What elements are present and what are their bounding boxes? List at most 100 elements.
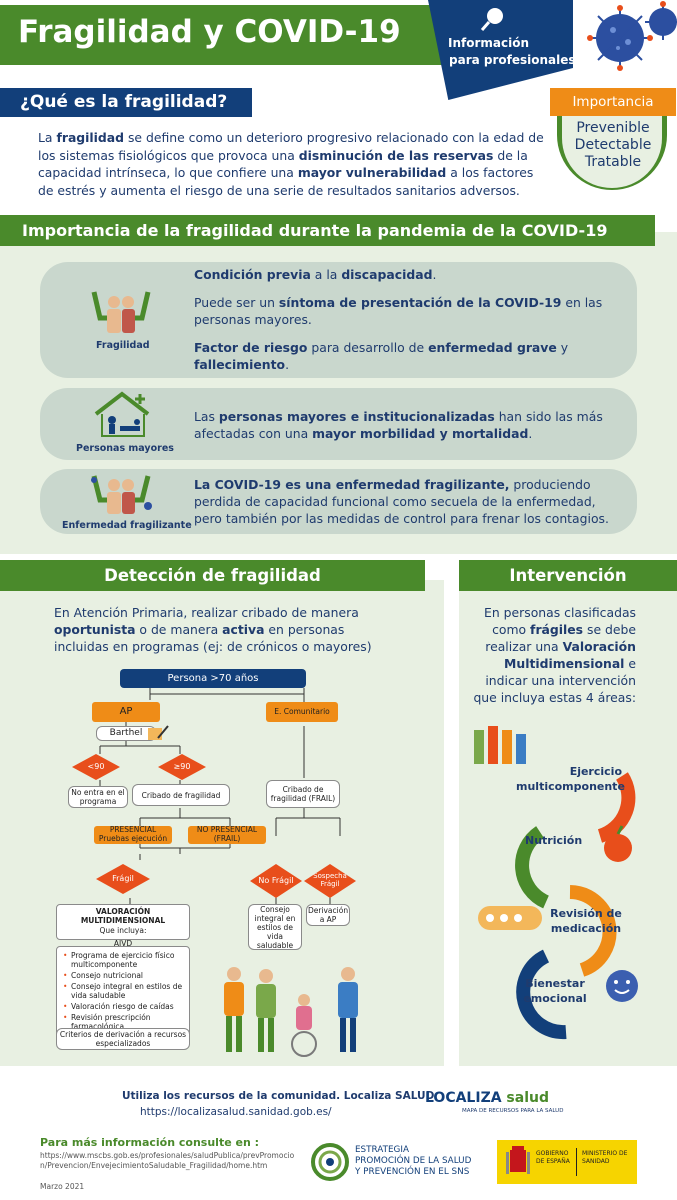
importancia-item: Tratable <box>584 154 642 170</box>
recursos-url[interactable]: https://localizasalud.sanidad.gob.es/ <box>140 1106 332 1118</box>
flow-presencial-text: PRESENCIAL Pruebas ejecución <box>98 825 168 843</box>
flow-comunitario: E. Comunitario <box>266 702 338 722</box>
intervencion-heading-text: Intervención <box>509 566 627 585</box>
flow-persona: Persona >70 años <box>120 669 306 688</box>
c1-text: y <box>556 340 569 355</box>
deteccion-intro: En Atención Primaria, realizar cribado d… <box>54 604 394 655</box>
det-bold: oportunista <box>54 622 136 637</box>
pandemia-heading-text: Importancia de la fragilidad durante la … <box>22 221 608 240</box>
int-text: se debe realizar una <box>485 622 636 654</box>
c2-text: han sido las más afectadas con una <box>194 409 603 441</box>
area-ejercicio: Ejercicio multicomponente <box>516 764 625 794</box>
int-text: e indicar una intervención que incluya e… <box>473 656 636 705</box>
c1-text: a la <box>310 267 342 282</box>
area-medicacion-text: Revisión de medicación <box>550 907 622 935</box>
int-bold: Valoración Multidimensional <box>504 639 636 671</box>
coat-of-arms-icon <box>506 1146 530 1174</box>
pandemia-heading: Importancia de la fragilidad durante la … <box>0 215 655 246</box>
estrategia-line: Y PREVENCIÓN EN EL SNS <box>355 1167 470 1177</box>
title-banner <box>0 5 442 65</box>
flow-presencial: PRESENCIAL Pruebas ejecución <box>94 825 172 844</box>
c1-bold: Factor de riesgo <box>194 340 308 355</box>
def-bold-2: disminución de las reservas <box>298 147 494 163</box>
fecha: Marzo 2021 <box>40 1182 85 1191</box>
que-es-heading: ¿Qué es la fragilidad? <box>0 88 252 117</box>
card-personas-text: Las personas mayores e institucionalizad… <box>194 408 614 442</box>
area-bienestar-text: Bienestar emocional <box>523 977 587 1005</box>
flow-no-presencial-text: NO PRESENCIAL (FRAIL) <box>196 825 258 843</box>
det-text: en personas incluidas en programas (ej: … <box>54 622 372 654</box>
flow-consejo-text: Consejo integral en estilos de vida salu… <box>254 904 296 950</box>
info-line-2: para profesionales <box>449 53 576 67</box>
flow-no-presencial: NO PRESENCIAL (FRAIL) <box>188 825 266 844</box>
localiza-sub: MAPA DE RECURSOS PARA LA SALUD <box>462 1108 564 1114</box>
intervencion-section <box>459 580 677 1066</box>
elderly-couple-icon <box>91 291 151 333</box>
mas-info-url[interactable]: https://www.mscbs.gob.es/profesionales/s… <box>40 1151 295 1170</box>
elderly-virus-icon <box>91 475 152 514</box>
intervencion-intro: En personas clasificadas como frágiles s… <box>466 604 636 706</box>
card-fragilidad-text: Condición previa a la discapacidad. Pued… <box>194 266 614 373</box>
mas-info-heading: Para más información consulte en : <box>40 1136 260 1149</box>
bullet-item: Revisión prescripción farmacológica <box>63 1013 185 1031</box>
flow-ap: AP <box>92 702 160 722</box>
estrategia-text: ESTRATEGIA PROMOCIÓN DE LA SALUD Y PREVE… <box>355 1145 471 1178</box>
magnifier-icon <box>480 8 503 31</box>
flow-consejo: Consejo integral en estilos de vida salu… <box>248 904 302 950</box>
importancia-items: Prevenible Detectable Tratable <box>558 120 668 171</box>
house-elderly-icon <box>94 391 150 437</box>
deteccion-heading-text: Detección de fragilidad <box>104 566 321 585</box>
flow-barthel-text: Barthel <box>109 728 143 739</box>
int-text: En personas clasificadas como <box>484 605 636 637</box>
flow-ge90-text: ≥90 <box>173 761 191 771</box>
recursos-text: Utiliza los recursos de la comunidad. Lo… <box>122 1090 435 1102</box>
area-bienestar: Bienestar emocional <box>522 976 588 1006</box>
flow-criterios-text: Criterios de derivación a recursos espec… <box>59 1030 187 1048</box>
que-es-heading-text: ¿Qué es la fragilidad? <box>20 92 228 112</box>
estrategia-logo-icon <box>311 1143 349 1181</box>
flow-no-entra: No entra en el programa <box>68 786 128 808</box>
area-medicacion: Revisión de medicación <box>548 906 624 936</box>
valoracion-aivd: AIVD <box>113 939 133 949</box>
det-bold: activa <box>222 622 265 637</box>
flow-no-entra-text: No entra en el programa <box>71 788 125 806</box>
bullet-item: Consejo integral en estilos de vida salu… <box>63 982 185 1000</box>
flow-criterios: Criterios de derivación a recursos espec… <box>56 1028 190 1050</box>
area-nutricion: Nutrición <box>525 834 582 847</box>
c1-text: . <box>285 357 290 372</box>
flow-derivacion-text: Derivación a AP <box>307 906 349 924</box>
flow-sospecha-text: Sospecha Frágil <box>313 872 347 888</box>
estrategia-line: ESTRATEGIA <box>355 1145 409 1155</box>
valoracion-bullets: Programa de ejercicio físico multicompon… <box>56 946 190 1036</box>
flow-cribado: Cribado de fragilidad <box>132 784 230 806</box>
def-text-3: de la capacidad intrínseca, lo que confi… <box>38 147 528 181</box>
importancia-label: Importancia <box>550 88 676 116</box>
estrategia-line: PROMOCIÓN DE LA SALUD <box>355 1156 472 1166</box>
c3-text: produciendo perdida de capacidad funcion… <box>194 477 609 526</box>
valoracion-sub: Que incluya: <box>99 925 147 935</box>
importancia-label-text: Importancia <box>572 94 654 110</box>
flow-barthel: Barthel <box>96 726 156 741</box>
c1-bold: Condición previa <box>194 267 311 282</box>
c1-text: en las personas mayores. <box>194 295 603 327</box>
card-enfermedad-label: Enfermedad fragilizante <box>62 520 192 531</box>
flow-comunitario-text: E. Comunitario <box>274 706 330 716</box>
det-text: o de manera <box>135 622 223 637</box>
valoracion-box: VALORACIÓN MULTIDIMENSIONAL Que incluya:… <box>56 904 190 948</box>
card-fragilidad-label: Fragilidad <box>96 340 150 351</box>
importancia-item: Detectable <box>574 137 652 153</box>
page-title: Fragilidad y COVID-19 <box>18 14 401 50</box>
c1-bold: discapacidad <box>341 267 433 282</box>
bullet-item: Programa de ejercicio físico multicompon… <box>63 951 185 969</box>
c1-text: Puede ser un <box>194 295 279 310</box>
c3-bold: La COVID-19 es una enfermedad fragilizan… <box>194 477 510 492</box>
c2-text: . <box>528 426 533 441</box>
area-nutricion-text: Nutrición <box>525 834 583 847</box>
clipboard-pencil-icon <box>148 725 169 740</box>
c2-text: Las <box>194 409 219 424</box>
bullet-item: Valoración riesgo de caídas <box>63 1002 185 1011</box>
int-bold: frágiles <box>530 622 584 637</box>
importancia-item: Prevenible <box>576 120 650 136</box>
c2-bold: mayor morbilidad y mortalidad <box>312 426 529 441</box>
def-text-2: se define como un deterioro progresivo r… <box>38 130 544 163</box>
